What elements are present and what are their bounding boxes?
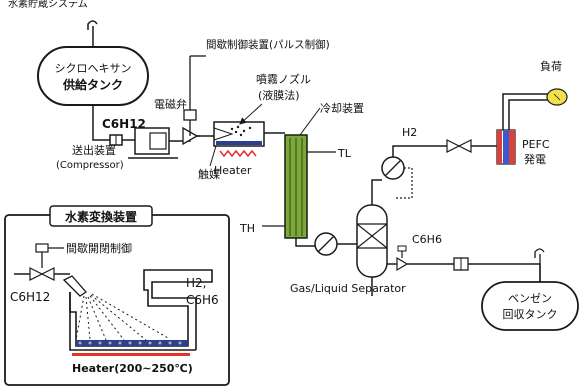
inset-valve-control-label: 間歇開閉制御 <box>66 241 132 255</box>
filter-lower-icon <box>453 257 469 271</box>
light-bulb-icon <box>546 88 568 106</box>
inset-heater-bar <box>72 353 190 356</box>
tank-label-line2: 供給タンク <box>62 77 123 92</box>
separator-label: Gas/Liquid Separator <box>290 282 406 295</box>
t-low-label: TL <box>337 147 352 160</box>
reactor <box>213 121 265 158</box>
heat-exchanger-lower-icon <box>314 232 338 256</box>
cooling-unit-label: 冷却装置 <box>320 102 364 115</box>
inset-title: 水素変換装置 <box>65 209 137 224</box>
pefc-stack <box>496 129 516 165</box>
compressor <box>128 127 178 159</box>
cyclohexane-supply-tank: シクロヘキサン 供給タンク <box>37 46 149 106</box>
compressor-label-line1: 送出装置 <box>72 143 116 157</box>
header-partial: 水素貯蔵システム <box>8 0 88 10</box>
spray-nozzle-label-line2: (液膜法) <box>258 88 300 102</box>
inset-valve-icon <box>29 262 55 281</box>
c6h6-line-label: C6H6 <box>412 233 442 246</box>
inset-c6h12-label: C6H12 <box>10 290 50 304</box>
pressure-gauge-icon <box>87 20 98 47</box>
inset-catalyst-bed <box>76 340 188 346</box>
inset-h2-label: H2, <box>186 276 206 290</box>
heater-label: Heater <box>214 164 252 177</box>
benzene-gauge-icon <box>534 248 545 282</box>
pefc-label-line1: PEFC <box>522 138 550 151</box>
tank-label-line1: シクロヘキサン <box>55 62 132 75</box>
h2-line-label: H2 <box>402 126 417 139</box>
t-high-label: TH <box>239 222 255 235</box>
benzene-tank-label-line2: 回収タンク <box>503 308 558 321</box>
h2-valve-icon <box>446 139 472 153</box>
spray-nozzle-label-line1: 噴霧ノズル <box>256 72 311 86</box>
benzene-recovery-tank: ベンゼン 回収タンク <box>481 281 579 331</box>
load-label: 負荷 <box>540 60 562 73</box>
cooling-unit <box>284 134 308 239</box>
liquid-valve-icon <box>396 245 409 272</box>
catalyst-label: 触媒 <box>198 167 220 181</box>
benzene-tank-label-line1: ベンゼン <box>508 292 552 305</box>
inset-heater-label: Heater(200~250℃) <box>72 362 193 375</box>
pefc-label-line2: 発電 <box>524 152 546 166</box>
solenoid-valve-icon <box>182 109 199 146</box>
inset-c6h6-label: C6H6 <box>186 293 219 307</box>
gas-liquid-separator <box>356 204 388 278</box>
heat-exchanger-upper-icon <box>381 156 405 180</box>
solenoid-valve-label: 電磁弁 <box>154 97 187 111</box>
inset-spray-lines <box>75 293 169 341</box>
intermittent-control-label: 間歇制御装置(パルス制御) <box>206 38 330 51</box>
compressor-label-line2: (Compressor) <box>56 160 124 171</box>
